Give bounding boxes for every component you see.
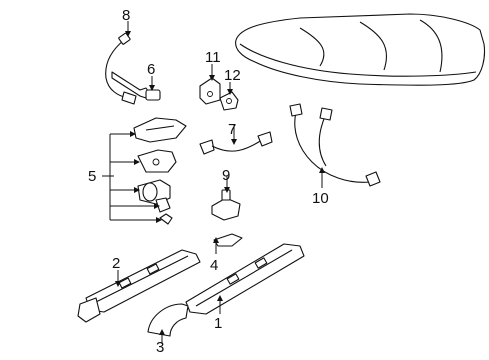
part-3-cover — [147, 303, 189, 344]
part-7-cable — [199, 124, 273, 155]
part-10-harness — [289, 103, 381, 188]
callout-12: 12 — [224, 67, 241, 84]
callout-11: 11 — [205, 49, 221, 66]
callout-3: 3 — [156, 339, 164, 356]
part-11-bracket — [199, 64, 221, 105]
part-5-mechanism-group — [102, 117, 187, 225]
callout-6: 6 — [147, 61, 155, 78]
callout-10: 10 — [312, 190, 329, 207]
part-8-cable — [105, 21, 137, 105]
part-12-clip — [219, 82, 239, 111]
part-1-seat-track — [185, 243, 305, 315]
callout-8: 8 — [122, 7, 130, 24]
callout-7: 7 — [228, 121, 236, 138]
callout-2: 2 — [112, 255, 120, 272]
callout-9: 9 — [222, 167, 230, 184]
seat-cushion — [235, 13, 486, 86]
part-9-actuator — [211, 176, 241, 221]
callout-5: 5 — [88, 168, 96, 185]
callout-4: 4 — [210, 257, 218, 274]
part-2-seat-track — [77, 249, 201, 323]
part-6-sensor — [111, 71, 161, 101]
callout-1: 1 — [214, 315, 222, 332]
part-4-clip — [213, 233, 243, 254]
